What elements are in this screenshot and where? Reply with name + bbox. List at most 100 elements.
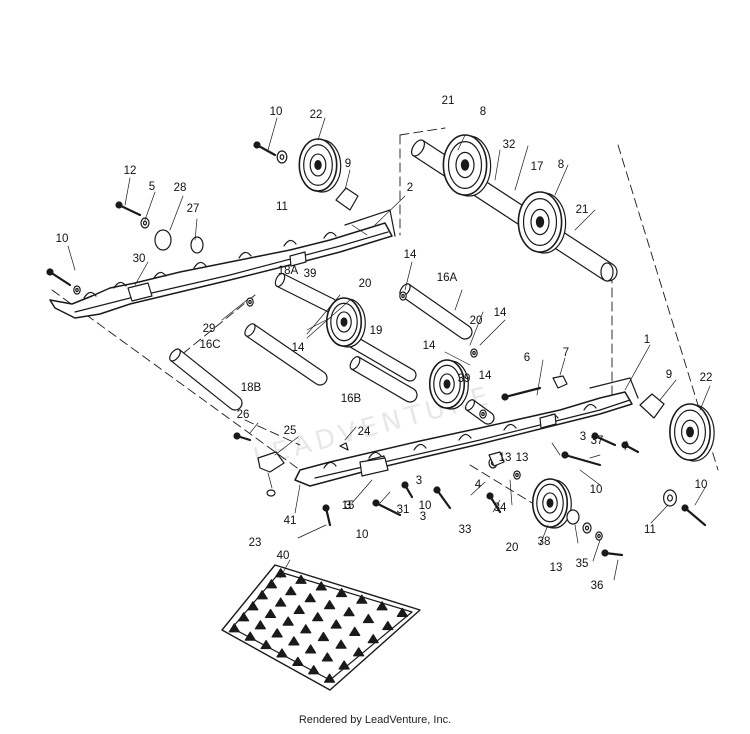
rail-bump (368, 451, 382, 459)
callout-label: 33 (459, 524, 472, 536)
rail-bump (413, 443, 427, 451)
bolt (372, 499, 402, 517)
callout-label: 36 (591, 580, 604, 592)
washer (73, 285, 81, 295)
callout-label: 21 (442, 95, 455, 107)
rail-bump (458, 433, 472, 441)
leader-line (592, 539, 601, 562)
rail-clip (127, 282, 153, 302)
leader-line (699, 385, 711, 411)
bolt (601, 549, 624, 557)
bolt (433, 486, 452, 510)
callout-label: 10 (356, 529, 369, 541)
cross-shaft (244, 323, 328, 386)
hex-nut (339, 442, 349, 451)
callout-label: 14 (479, 370, 492, 382)
spacer (154, 229, 172, 251)
leader-line (294, 484, 301, 514)
bolt (621, 441, 640, 454)
callout-label: 34 (494, 502, 507, 514)
washer (140, 217, 150, 229)
callout-label: 26 (237, 409, 250, 421)
callout-label: 9 (345, 158, 351, 170)
leader-line (134, 261, 149, 286)
bolt (401, 481, 414, 499)
leader-line (554, 164, 569, 196)
leader-line (470, 481, 486, 496)
guide-line (399, 127, 446, 136)
callout-label: 14 (494, 307, 507, 319)
washer (595, 531, 603, 541)
washer (582, 522, 592, 534)
leader-line (267, 472, 273, 489)
rail-bump (503, 423, 517, 431)
idler-wheel (531, 478, 572, 529)
hex-nut (552, 375, 568, 389)
idler-wheel (325, 297, 366, 348)
callout-label: 13 (499, 452, 512, 464)
rail-bump (283, 239, 297, 247)
callout-label: 14 (423, 340, 436, 352)
spacer (566, 509, 580, 525)
bolt (681, 504, 707, 527)
cross-shaft (169, 348, 243, 411)
callout-label: 37 (591, 435, 604, 447)
leader-line (169, 195, 184, 231)
leader-line (624, 344, 651, 391)
leader-line (574, 524, 579, 544)
callout-label: 11 (644, 524, 656, 536)
leader-line (124, 177, 131, 206)
leader-line (144, 191, 156, 221)
callout-label: 18B (241, 382, 262, 394)
callout-label: 10 (270, 106, 283, 118)
callout-label: 25 (284, 425, 297, 437)
washer (470, 348, 478, 358)
leader-line (492, 499, 501, 513)
leader-line (479, 319, 506, 346)
callout-label: 3 (416, 475, 422, 487)
leader-line (194, 218, 198, 241)
leader-line (306, 299, 351, 339)
idler-wheel (298, 138, 342, 193)
callout-label: 19 (370, 325, 383, 337)
axle-end-cap (600, 262, 614, 282)
guide-line (51, 289, 301, 471)
leader-line (444, 351, 471, 366)
leader-line (351, 479, 373, 504)
rail-bump (323, 461, 337, 469)
callout-label: 30 (133, 253, 146, 265)
cross-shaft-short (464, 399, 495, 425)
leader-line (624, 440, 628, 451)
rear-idler-wheel (442, 134, 492, 197)
callout-label: 1 (644, 334, 650, 346)
callout-label: 32 (503, 139, 516, 151)
bolt (253, 141, 277, 157)
callout-label: 41 (284, 515, 297, 527)
callout-label: 10 (590, 484, 603, 496)
callout-label: 39 (304, 268, 317, 280)
rail-bump (83, 291, 97, 299)
leader-line (659, 379, 677, 401)
leader-line (306, 317, 331, 331)
leader-line (514, 145, 529, 191)
bolt (501, 386, 542, 401)
callout-label: 17 (531, 161, 544, 173)
callout-label: 28 (174, 182, 187, 194)
washer (662, 489, 677, 507)
rail-bump (153, 271, 167, 279)
callout-label: 16A (437, 272, 458, 284)
bolt (233, 432, 252, 442)
leader-line (574, 209, 596, 231)
bushing (335, 187, 359, 211)
hex-nut (488, 451, 505, 467)
leader-line (457, 134, 466, 151)
callout-label: 8 (480, 106, 486, 118)
leader-line (469, 311, 484, 346)
leader-line (509, 479, 513, 506)
left-rail-bracket (344, 209, 396, 237)
callout-label: 4 (475, 479, 482, 491)
leader-line (579, 469, 601, 486)
callout-label: 22 (700, 372, 713, 384)
